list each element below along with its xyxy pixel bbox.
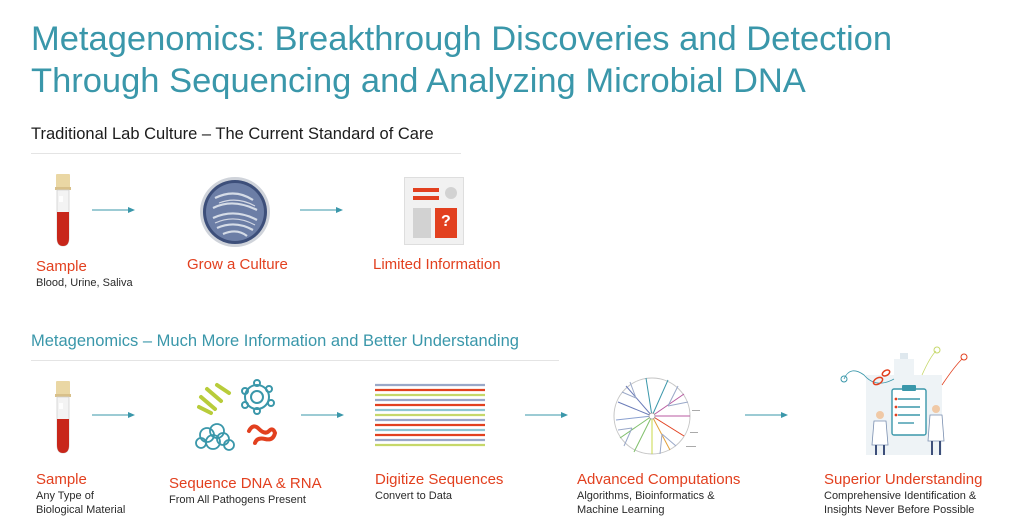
section-heading-traditional: Traditional Lab Culture – The Current St… [31,125,434,143]
title-line-1: Metagenomics: Breakthrough Discoveries a… [31,20,893,58]
title-line-2: Through Sequencing and Analyzing Microbi… [31,62,806,100]
question-mark: ? [441,213,451,230]
sequence-data-icon [375,383,487,452]
petri-dish-icon [199,176,271,253]
step-label: Advanced Computations [577,471,741,488]
arrow-right-icon [525,410,569,420]
step-sublabel: Algorithms, Bioinformatics & [577,490,715,502]
arrow-right-icon [92,410,136,420]
arrow-right-icon [301,410,345,420]
page-title: Metagenomics: Breakthrough Discoveries a… [31,18,991,102]
step-label: Sample [36,258,87,275]
step-label: Superior Understanding [824,471,983,488]
step-sublabel: Biological Material [36,504,126,516]
arrow-right-icon [745,410,789,420]
step-label: Digitize Sequences [375,471,504,488]
doctors-clipboard-icon [836,345,976,462]
step-label: Grow a Culture [187,256,288,273]
step-sublabel: From All Pathogens Present [169,494,306,506]
section-divider-metagenomics [31,360,559,361]
microbes-icon [193,379,279,460]
step-label: Sequence DNA & RNA [169,475,322,492]
arrow-right-icon [92,205,136,215]
section-divider-traditional [31,153,461,154]
step-sublabel: Convert to Data [375,490,453,502]
test-tube-icon [53,174,73,253]
step-sublabel: Any Type of [36,490,94,502]
step-sublabel: Comprehensive Identification & [824,490,977,502]
document-icon: ? [404,177,464,245]
test-tube-icon [53,381,73,460]
step-label: Sample [36,471,87,488]
section-heading-metagenomics: Metagenomics – Much More Information and… [31,332,519,350]
step-sublabel: Machine Learning [577,504,665,516]
arrow-right-icon [300,205,344,215]
phylogenetic-tree-icon [606,372,702,467]
step-sublabel: Insights Never Before Possible [824,504,975,516]
step-sublabel: Blood, Urine, Saliva [36,277,133,289]
step-label: Limited Information [373,256,501,273]
